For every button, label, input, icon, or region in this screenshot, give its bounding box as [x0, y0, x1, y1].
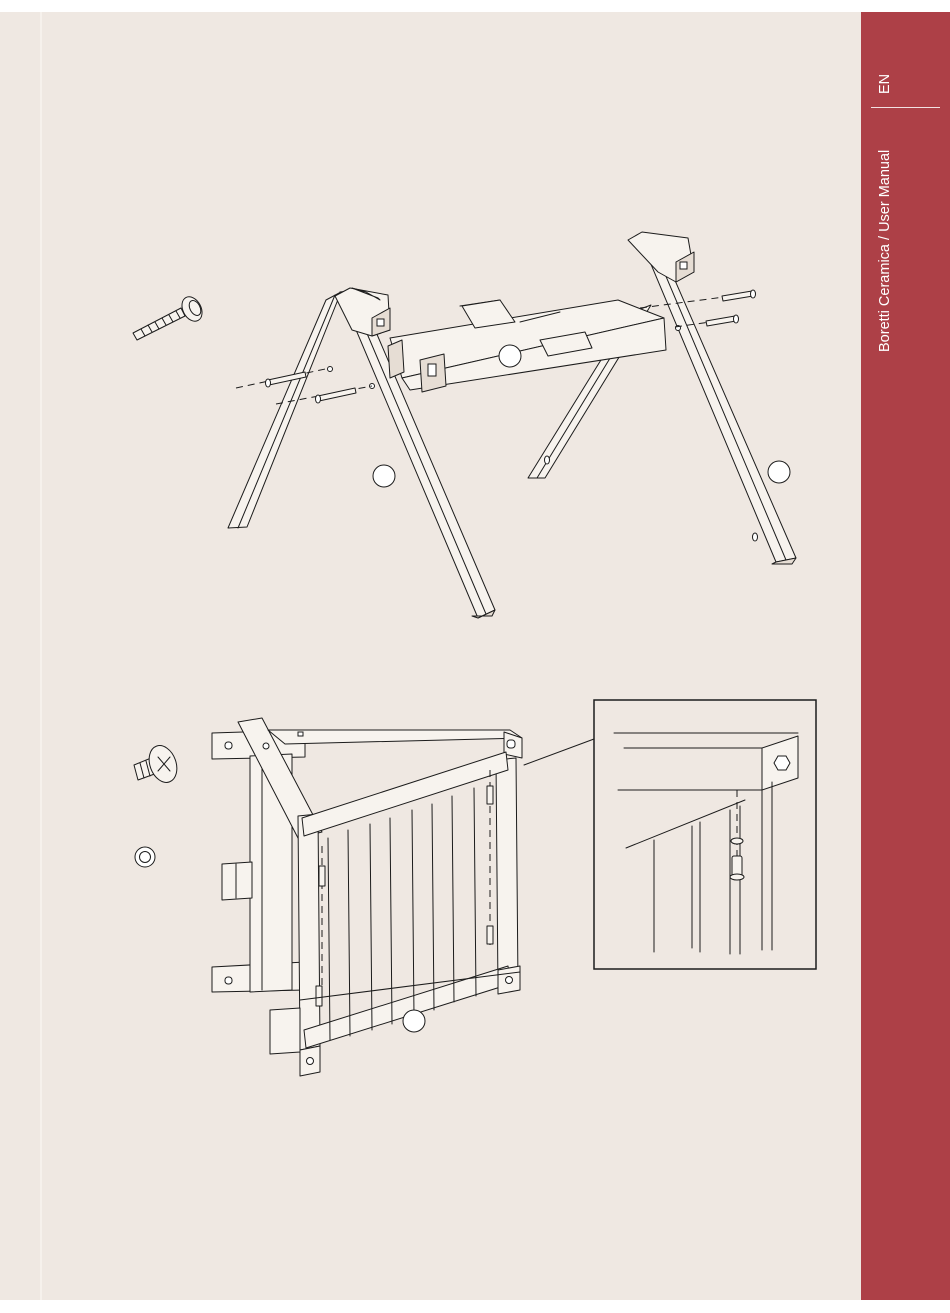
step-1-frame-and-crossbar [133, 232, 796, 618]
front-left-post [298, 814, 320, 1050]
front-frame-back-leg [228, 292, 341, 528]
screw-icon [134, 742, 182, 787]
callout-circle [403, 1010, 425, 1032]
callout-circle [373, 465, 395, 487]
detail-inset [594, 700, 816, 969]
washer-icon [135, 847, 155, 867]
bolt-icon [133, 293, 206, 340]
callout-circle [499, 345, 521, 367]
front-right-post [496, 758, 518, 990]
step-2-side-panel [134, 700, 816, 1076]
callout-circle [768, 461, 790, 483]
